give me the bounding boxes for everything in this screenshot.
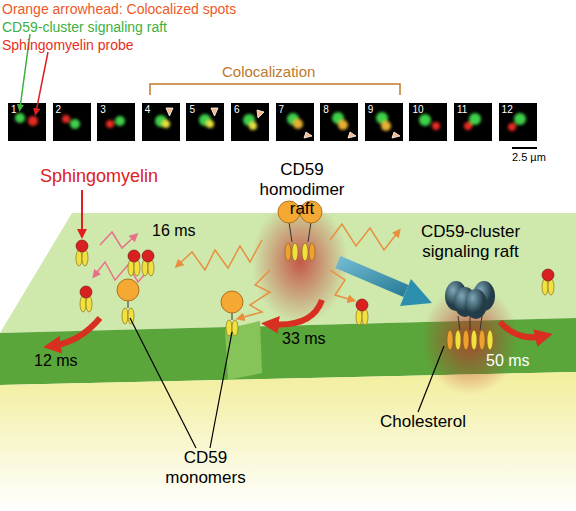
raft-label: CD59 homodimer raft — [252, 160, 352, 219]
scale-label: 2.5 µm — [512, 151, 546, 164]
frame-number: 11 — [457, 104, 467, 115]
time-label: 12 ms — [34, 352, 78, 370]
frame-number: 3 — [100, 104, 106, 115]
time-label: 16 ms — [152, 222, 196, 240]
image-frame: 1 — [8, 103, 46, 141]
frame-number: 1 — [11, 104, 17, 115]
frame-number: 10 — [412, 104, 423, 115]
legend-note: Sphingomyelin probe — [2, 37, 134, 53]
frame-number: 9 — [368, 104, 374, 115]
raft-label: CD59-cluster signaling raft — [398, 222, 543, 261]
molecule-label: CD59 monomers — [158, 448, 253, 487]
molecule-label: Sphingomyelin — [40, 166, 158, 187]
frame-number: 6 — [234, 104, 240, 115]
legend-note: Orange arrowhead: Colocalized spots — [2, 1, 236, 17]
frame-number: 8 — [323, 104, 329, 115]
frame-number: 12 — [502, 104, 513, 115]
frame-number: 4 — [145, 104, 151, 115]
frame-number: 7 — [279, 104, 285, 115]
frame-number: 2 — [56, 104, 62, 115]
time-label: 50 ms — [486, 352, 530, 370]
bracket-label: Colocalization — [222, 63, 315, 80]
molecule-label: Cholesterol — [380, 412, 466, 432]
legend-note: CD59-cluster signaling raft — [2, 19, 167, 35]
time-label: 33 ms — [282, 330, 326, 348]
frame-number: 5 — [189, 104, 195, 115]
